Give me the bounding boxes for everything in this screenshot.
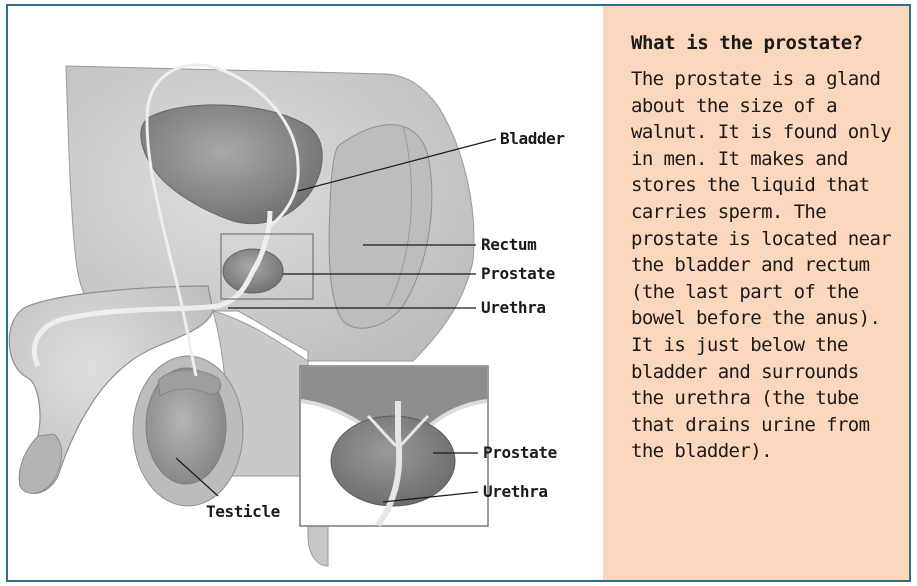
- sidebar-title: What is the prostate?: [631, 32, 893, 54]
- label-rectum: Rectum: [481, 235, 536, 254]
- label-testicle: Testicle: [206, 502, 280, 521]
- info-sidebar: What is the prostate? The prostate is a …: [603, 6, 909, 580]
- anatomy-illustration: Bladder Rectum Prostate Urethra Prostate…: [8, 6, 608, 580]
- label-urethra: Urethra: [481, 298, 546, 317]
- glans-shape: [19, 434, 62, 493]
- diagram-frame: Bladder Rectum Prostate Urethra Prostate…: [6, 4, 911, 582]
- sidebar-body: The prostate is a gland about the size o…: [631, 66, 893, 465]
- label-inset-urethra: Urethra: [483, 482, 548, 501]
- label-prostate: Prostate: [481, 264, 555, 283]
- label-bladder: Bladder: [500, 129, 565, 148]
- label-inset-prostate: Prostate: [483, 443, 557, 462]
